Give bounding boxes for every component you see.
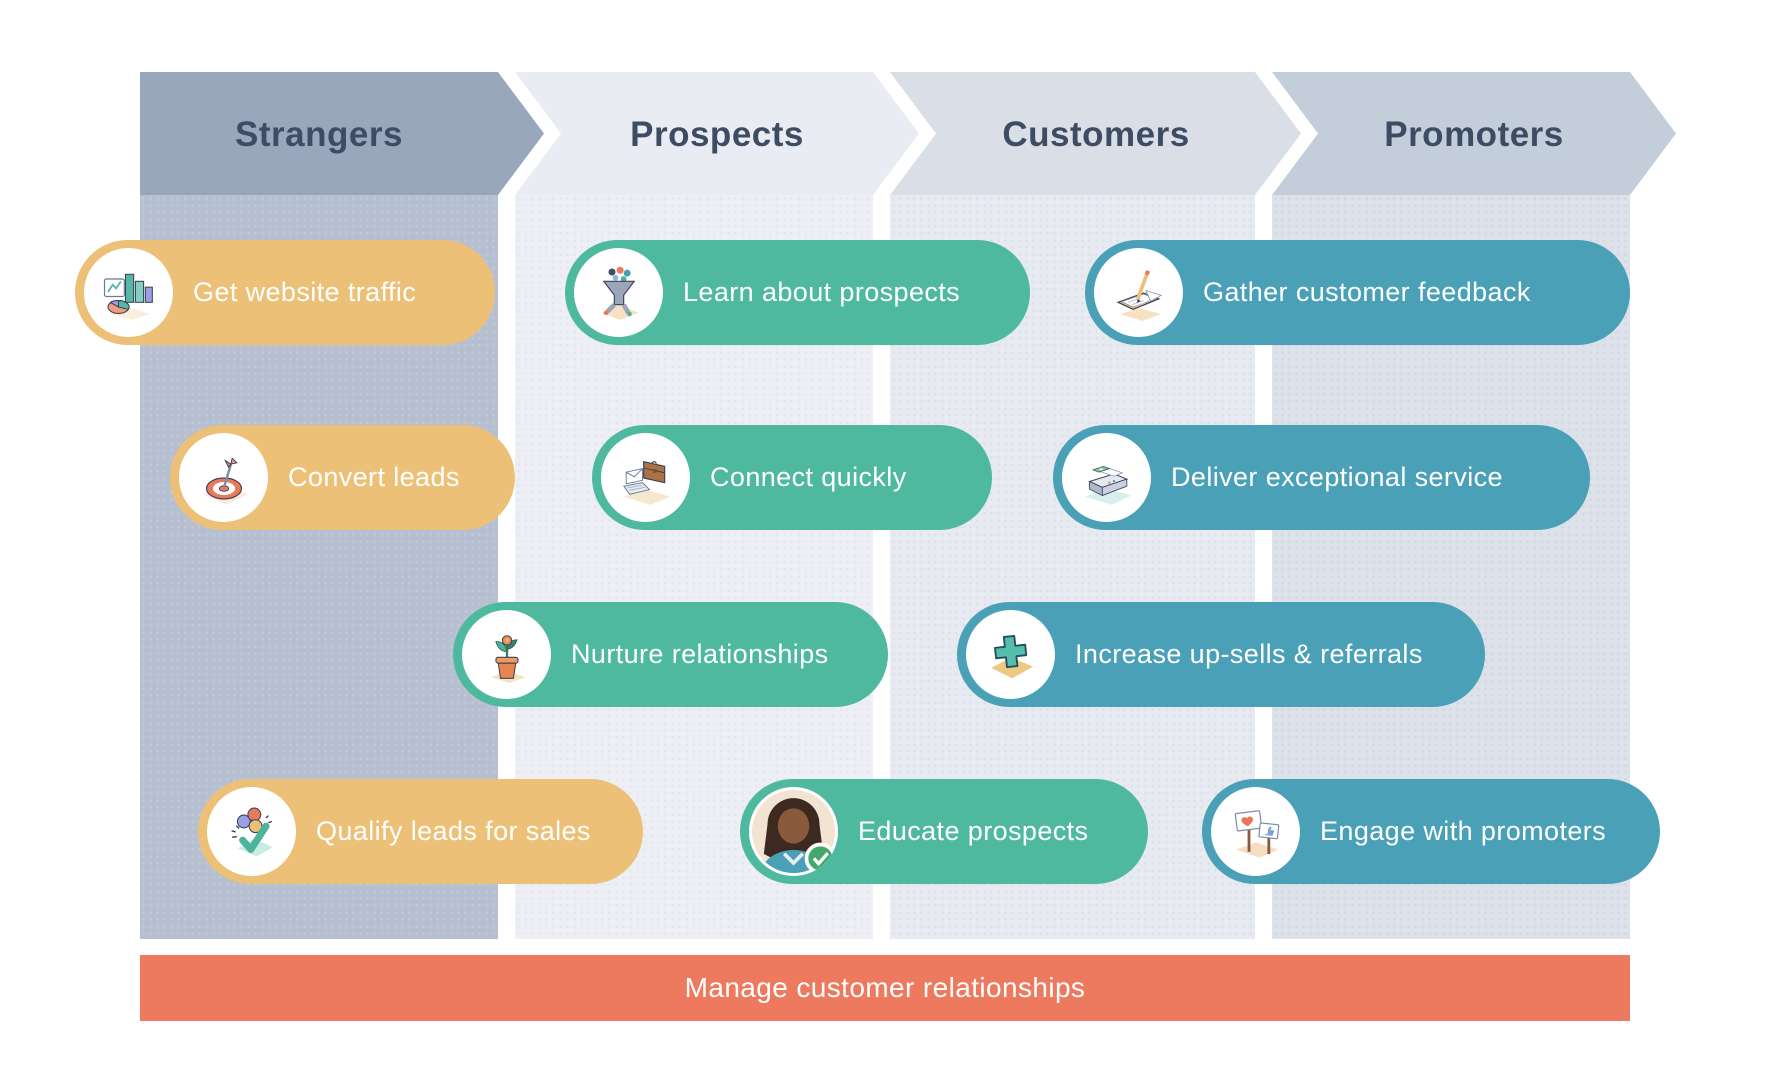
signs-heart-icon <box>1211 787 1300 876</box>
stage-label-customers: Customers <box>1002 115 1189 154</box>
pill-gather-customer-feedback: Gather customer feedback <box>1085 240 1630 345</box>
pill-label: Engage with promoters <box>1320 816 1607 846</box>
stage-arrows: Strangers Prospects Customers Promoters <box>140 72 1676 195</box>
person-avatar-verified-icon <box>749 787 838 876</box>
pill-deliver-exceptional-service: Deliver exceptional service <box>1053 425 1590 530</box>
pill-increase-upsells-referrals: Increase up-sells & referrals <box>957 602 1485 707</box>
pill-label: Increase up-sells & referrals <box>1075 639 1423 669</box>
pill-label: Deliver exceptional service <box>1171 462 1503 492</box>
stage-label-promoters: Promoters <box>1384 115 1564 154</box>
stage-arrow-promoters <box>1272 72 1676 195</box>
clipboard-pencil-icon <box>1094 248 1183 337</box>
analytics-charts-icon <box>84 248 173 337</box>
pill-label: Connect quickly <box>710 462 907 492</box>
stage-arrow-customers <box>890 72 1301 195</box>
footer-banner: Manage customer relationships <box>140 955 1630 1021</box>
funnel-icon <box>574 248 663 337</box>
service-machine-icon <box>1062 433 1151 522</box>
footer-label: Manage customer relationships <box>684 972 1086 1003</box>
stage-label-prospects: Prospects <box>630 115 804 154</box>
briefcase-laptop-icon <box>601 433 690 522</box>
stage-arrow-prospects <box>515 72 919 195</box>
plus-cross-icon <box>966 610 1055 699</box>
pill-connect-quickly: Connect quickly <box>592 425 992 530</box>
pill-nurture-relationships: Nurture relationships <box>453 602 888 707</box>
pill-label: Nurture relationships <box>571 639 829 669</box>
pill-label: Convert leads <box>288 462 460 492</box>
pill-label: Educate prospects <box>858 816 1089 846</box>
pill-get-website-traffic: Get website traffic <box>75 240 495 345</box>
pill-label: Learn about prospects <box>683 277 961 307</box>
pill-educate-prospects: Educate prospects <box>740 779 1148 884</box>
stage-arrow-strangers <box>140 72 544 195</box>
pill-engage-with-promoters: Engage with promoters <box>1202 779 1660 884</box>
pill-label: Get website traffic <box>193 277 417 307</box>
pill-learn-about-prospects: Learn about prospects <box>565 240 1030 345</box>
target-dart-icon <box>179 433 268 522</box>
pill-label: Qualify leads for sales <box>316 816 591 846</box>
potted-plant-icon <box>462 610 551 699</box>
pill-convert-leads: Convert leads <box>170 425 515 530</box>
pill-label: Gather customer feedback <box>1203 277 1531 307</box>
checkmark-celebration-icon <box>207 787 296 876</box>
pill-qualify-leads-for-sales: Qualify leads for sales <box>198 779 643 884</box>
stage-label-strangers: Strangers <box>235 115 403 154</box>
